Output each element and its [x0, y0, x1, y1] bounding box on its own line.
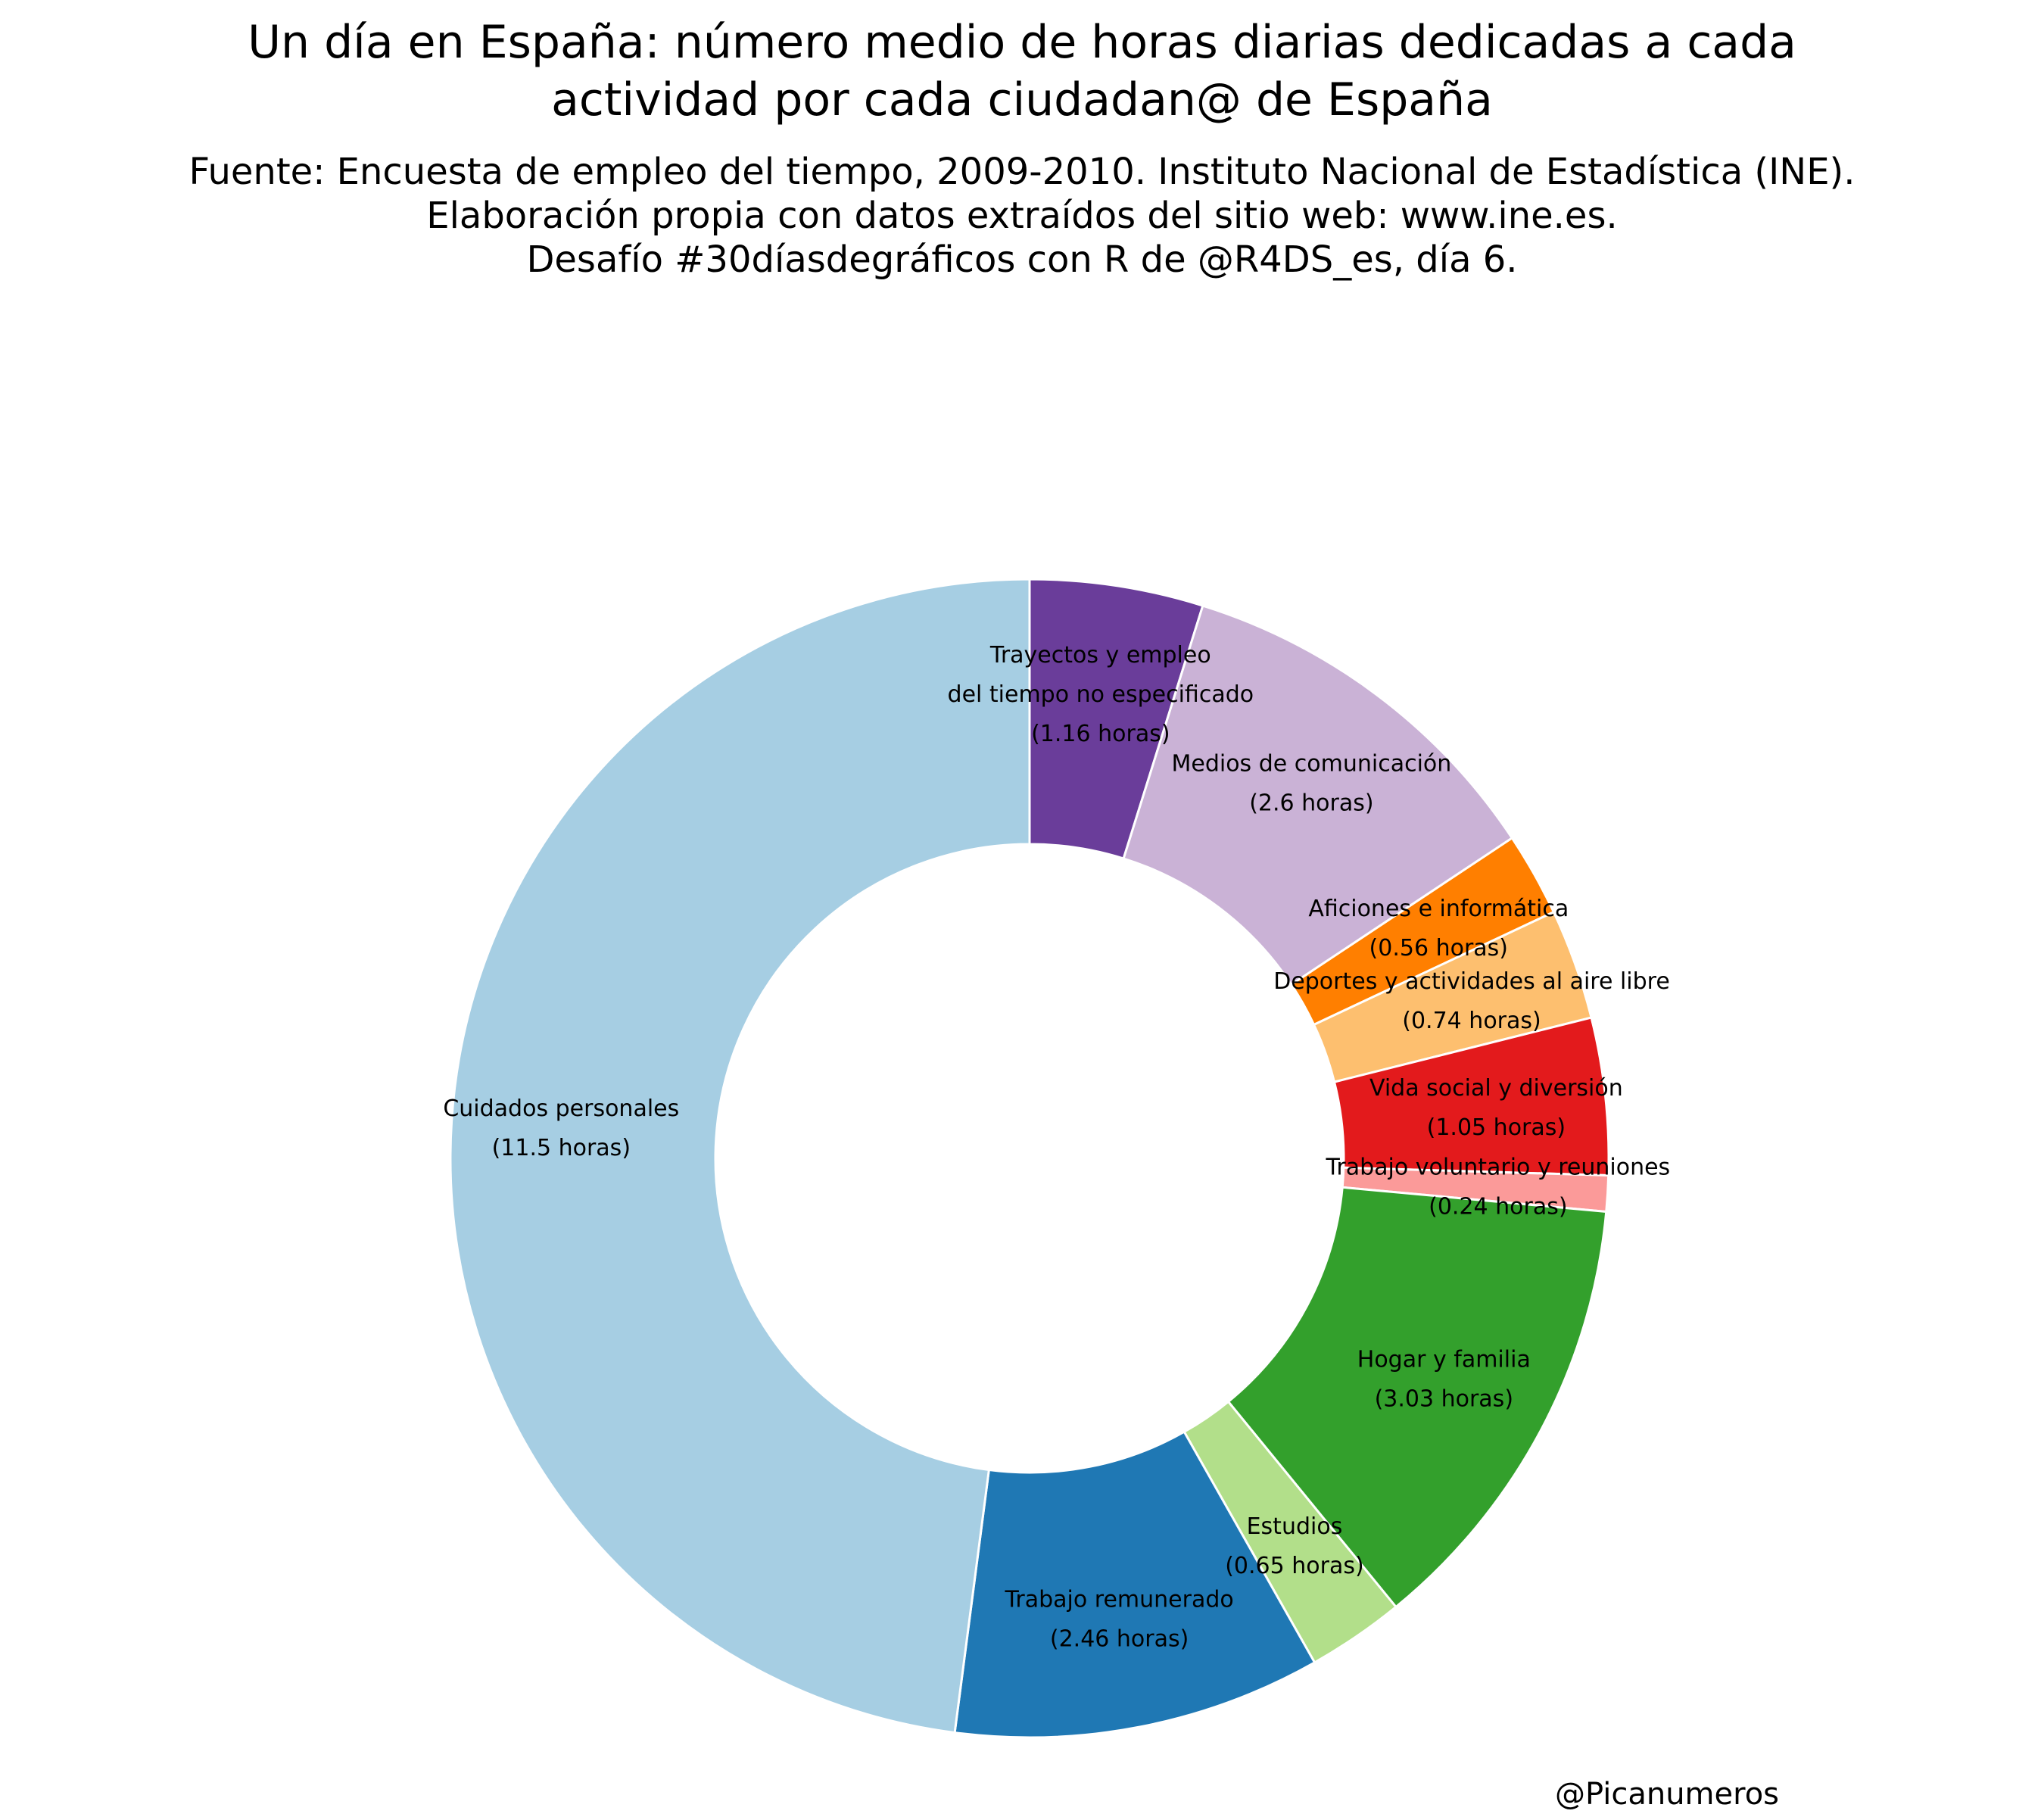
- chart-subtitle-line-3: Desafío #30díasdegráficos con R de @R4DS…: [526, 238, 1518, 281]
- chart-title-line-2: actividad por cada ciudadan@ de España: [551, 73, 1493, 126]
- slice-label-line: del tiempo no especificado: [948, 681, 1254, 708]
- slice-label-line: (11.5 horas): [492, 1135, 631, 1161]
- slice-label-line: (0.56 horas): [1369, 935, 1508, 961]
- slice-label-line: (1.16 horas): [1031, 721, 1170, 747]
- slice-label-line: Vida social y diversión: [1369, 1075, 1623, 1102]
- slice-label-hogar-y-familia: Hogar y familia (3.03 horas): [1357, 1346, 1531, 1412]
- slice-label-line: (0.65 horas): [1225, 1553, 1363, 1579]
- chart-title-line-1: Un día en España: número medio de horas …: [248, 16, 1796, 69]
- slice-label-trabajo-remunerado: Trabajo remunerado (2.46 horas): [1004, 1587, 1233, 1653]
- slice-label-line: (3.03 horas): [1375, 1385, 1513, 1412]
- slice-label-estudios: Estudios (0.65 horas): [1225, 1513, 1363, 1579]
- chart-subtitle: Fuente: Encuesta de empleo del tiempo, 2…: [0, 150, 2044, 282]
- slice-label-trabajo-voluntario-y-reuniones: Trabajo voluntario y reuniones (0.24 hora…: [1325, 1155, 1670, 1220]
- slice-label-line: Trayectos y empleo: [989, 642, 1211, 669]
- slice-label-vida-social-y-diversion: Vida social y diversión (1.05 horas): [1369, 1075, 1623, 1141]
- slice-label-line: (0.74 horas): [1402, 1008, 1541, 1034]
- slice-cuidados-personales: [449, 578, 1031, 1734]
- chart-subtitle-line-1: Fuente: Encuesta de empleo del tiempo, 2…: [189, 151, 1855, 193]
- slice-label-line: (0.24 horas): [1429, 1194, 1567, 1220]
- slice-label-line: Trabajo remunerado: [1004, 1587, 1233, 1613]
- author-caption: @Picanumeros: [1554, 1777, 1779, 1812]
- slice-label-deportes-y-actividades-al-aire-libre: Deportes y actividades al aire libre (0.7…: [1273, 968, 1670, 1034]
- chart-subtitle-line-2: Elaboración propia con datos extraídos d…: [426, 195, 1618, 237]
- slice-label-line: (2.46 horas): [1050, 1626, 1189, 1653]
- slice-label-line: Cuidados personales: [443, 1095, 679, 1122]
- slice-label-line: Hogar y familia: [1357, 1346, 1531, 1373]
- slice-label-line: Estudios: [1247, 1513, 1343, 1540]
- slice-hogar-y-familia: [1226, 1186, 1608, 1609]
- slice-label-line: (2.6 horas): [1249, 790, 1373, 816]
- donut-slices: [449, 578, 1610, 1739]
- slice-label-medios-de-comunicacion: Medios de comunicación (2.6 horas): [1171, 750, 1451, 816]
- slice-label-line: Deportes y actividades al aire libre: [1273, 968, 1670, 995]
- slice-label-line: Trabajo voluntario y reuniones: [1325, 1155, 1670, 1181]
- slice-medios-de-comunicacion: [1122, 604, 1514, 986]
- slice-trabajo-remunerado: [953, 1430, 1316, 1739]
- slice-label-line: (1.05 horas): [1427, 1114, 1566, 1141]
- slice-label-aficiones-e-informatica: Aficiones e informática (0.56 horas): [1308, 896, 1569, 961]
- slice-label-line: Medios de comunicación: [1171, 750, 1451, 777]
- chart-title: Un día en España: número medio de horas …: [0, 14, 2044, 129]
- donut-labels: Trayectos y empleo del tiempo no especifi…: [443, 642, 1670, 1652]
- slice-label-trayectos-y-empleo: Trayectos y empleo del tiempo no especifi…: [948, 642, 1254, 747]
- slice-label-line: Aficiones e informática: [1308, 896, 1569, 922]
- slice-label-cuidados-personales: Cuidados personales (11.5 horas): [443, 1095, 679, 1161]
